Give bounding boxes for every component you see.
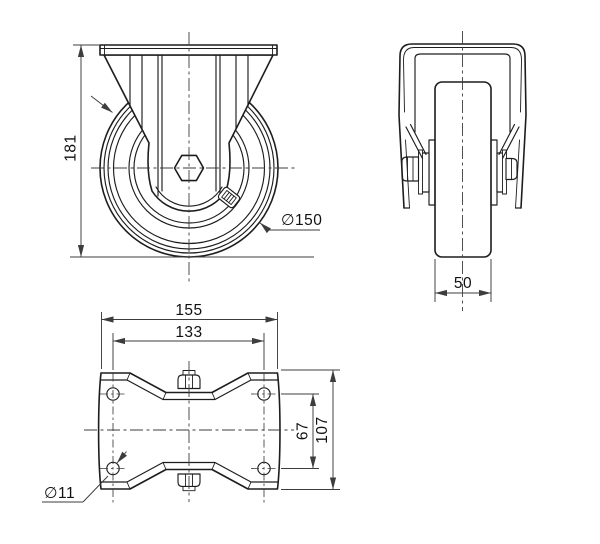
bracket-leg-slants	[405, 123, 520, 160]
dim-wheel-width: 50	[434, 259, 492, 302]
dim-overall-height: 181	[63, 44, 100, 257]
grease-fitting	[217, 186, 241, 209]
wheel-side-plate-right	[490, 139, 498, 206]
dim-plate-width: 155	[101, 302, 278, 369]
front-view: 181 ∅150	[63, 32, 322, 282]
dim-hole-spacing-width-text: 133	[175, 324, 202, 341]
dim-height-text: 181	[63, 134, 80, 161]
tire-leader-arrow	[90, 95, 113, 113]
wheel-side-profile	[434, 81, 492, 258]
dim-hole-spacing-depth-text: 67	[295, 422, 312, 440]
plan-view: 155 133 107 67 ∅11	[42, 302, 340, 503]
fork-inner-u-arc	[155, 186, 223, 207]
dim-hole-diameter-leader	[82, 475, 109, 503]
dim-plate-depth-text: 107	[314, 416, 331, 443]
plan-centerlines	[84, 361, 294, 503]
fork-outline	[103, 54, 274, 212]
hub-flange-left	[421, 152, 430, 193]
dim-hole-spacing-depth: 67	[281, 393, 319, 469]
dim-diameter-text: ∅150	[281, 212, 322, 229]
wheel-side-plate-left	[428, 139, 436, 206]
dim-hole-diameter: ∅11	[42, 451, 128, 503]
dim-plate-depth: 107	[281, 369, 340, 490]
dim-diameter-leader	[259, 222, 271, 234]
fork-bend-lines	[129, 54, 249, 197]
mounting-plate-front	[99, 44, 278, 56]
bracket-leg-inner-right	[515, 139, 520, 209]
side-view: 50	[398, 31, 527, 311]
dim-wheel-diameter: ∅150	[259, 212, 322, 234]
dim-hole-diameter-text: ∅11	[44, 485, 75, 502]
bracket-leg-inner-left	[405, 139, 410, 209]
dim-hole-spacing-width: 133	[112, 324, 265, 370]
dim-plate-width-text: 155	[175, 302, 202, 319]
dim-hole-diameter-arrow	[116, 451, 128, 464]
axle-nut	[505, 157, 518, 181]
axle-bolt-head	[401, 156, 420, 182]
dim-width-text: 50	[454, 275, 472, 292]
